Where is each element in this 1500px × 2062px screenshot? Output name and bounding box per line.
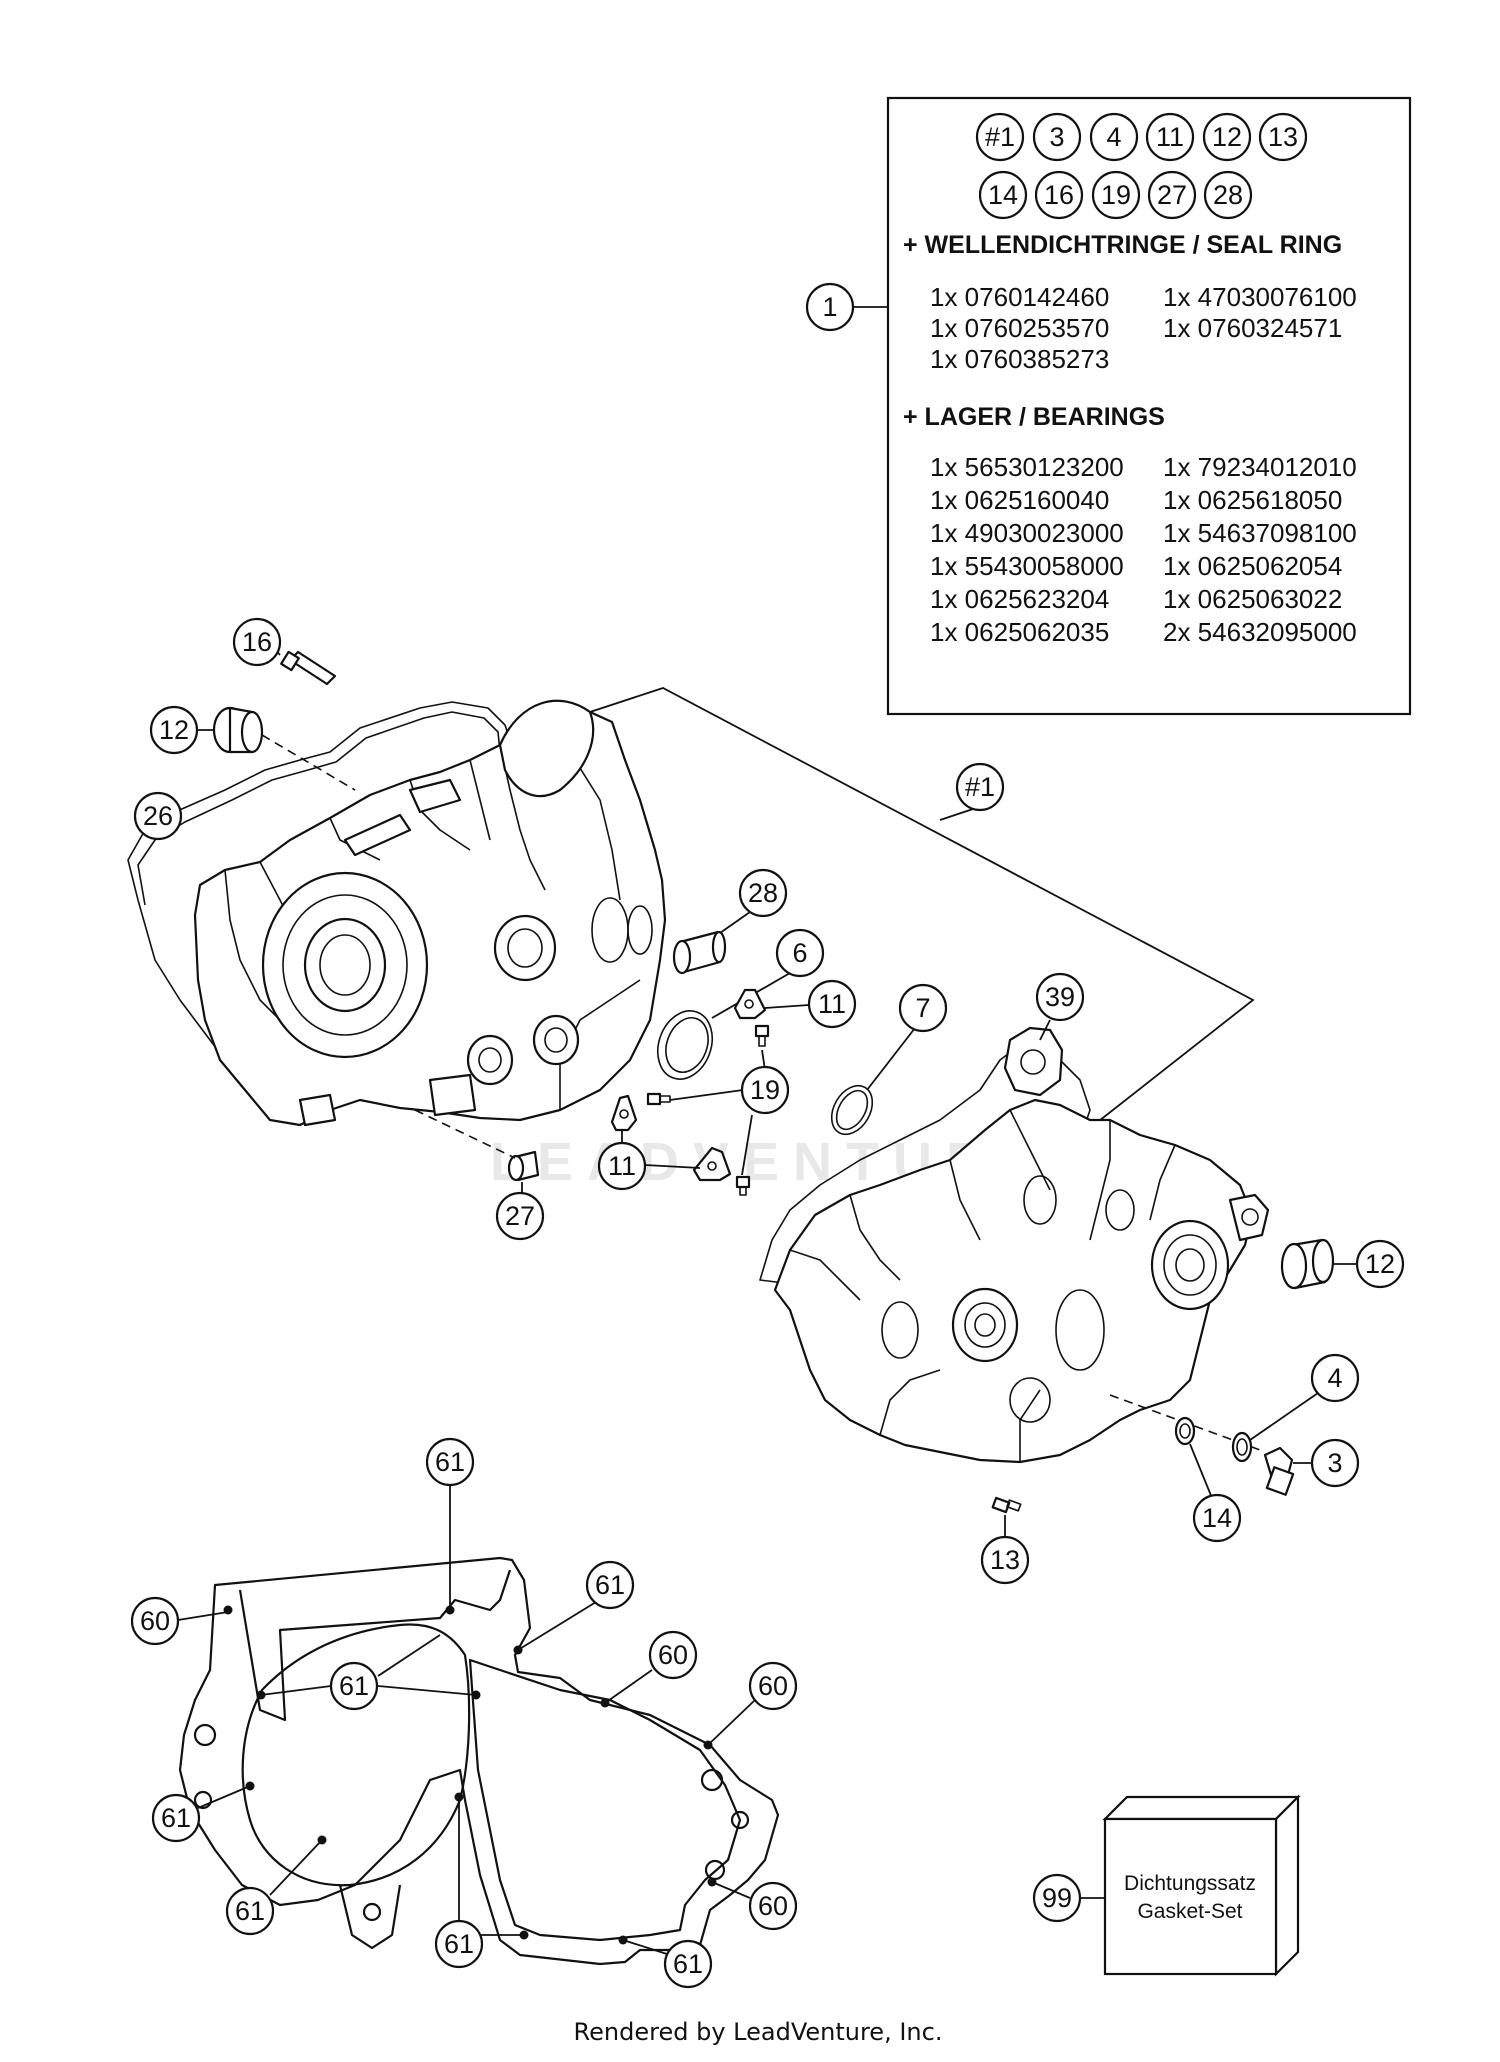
screw-19-a <box>754 1024 770 1047</box>
left-case-body <box>193 710 667 1127</box>
callout-3[interactable]: 3 <box>1327 1448 1342 1478</box>
seal-item: 1x 47030076100 <box>1163 282 1357 312</box>
bearing-item: 2x 54632095000 <box>1163 617 1357 647</box>
clip-11-left <box>610 1094 638 1132</box>
right-crankcase-half <box>759 1026 1270 1464</box>
bearing-item: 1x 79234012010 <box>1163 452 1357 482</box>
kit-badge[interactable]: #1 <box>985 122 1015 152</box>
callout-27[interactable]: 27 <box>505 1201 535 1231</box>
gasket-inner-transfer <box>468 1658 742 1942</box>
kit-badge[interactable]: 16 <box>1044 180 1074 210</box>
gasket-callout-61-bottom[interactable]: 61 <box>444 1929 474 1959</box>
gasket-callout-61-bottom-left[interactable]: 61 <box>235 1896 265 1926</box>
circlip-6 <box>656 1010 714 1080</box>
callout-11-top[interactable]: 11 <box>818 989 846 1019</box>
callout-13[interactable]: 13 <box>990 1545 1020 1575</box>
callout-1[interactable]: 1 <box>822 292 837 322</box>
bearing-item: 1x 0625618050 <box>1163 485 1342 515</box>
callout-4[interactable]: 4 <box>1327 1363 1342 1393</box>
gasket-set-label-de: Dichtungssatz <box>1124 1872 1256 1895</box>
dowel-27 <box>507 1150 540 1182</box>
seal-item: 1x 0760385273 <box>930 344 1109 374</box>
right-case-body <box>773 1098 1254 1464</box>
bolt-16 <box>280 650 337 686</box>
gasket-callout-60-right[interactable]: 60 <box>758 1671 788 1701</box>
footer-credit: Rendered by LeadVenture, Inc. <box>574 2018 943 2046</box>
kit-badge[interactable]: 13 <box>1268 122 1298 152</box>
seal-item: 1x 0760253570 <box>930 313 1109 343</box>
bearing-item: 1x 0625623204 <box>930 584 1109 614</box>
seal-item: 1x 0760324571 <box>1163 313 1342 343</box>
callout-99[interactable]: 99 <box>1042 1883 1072 1913</box>
callout-hash-1[interactable]: #1 <box>965 772 995 802</box>
kit-badges-row2: 14 16 19 27 28 <box>978 170 1253 220</box>
callout-6[interactable]: 6 <box>792 938 807 968</box>
bearing-item: 1x 0625063022 <box>1163 584 1342 614</box>
callout-12-left[interactable]: 12 <box>159 715 189 745</box>
gasket-outer-outline <box>178 1556 780 1966</box>
gasket-callout-61-left[interactable]: 61 <box>161 1803 191 1833</box>
screw-13 <box>991 1496 1022 1514</box>
gasket-callout-60-upper[interactable]: 60 <box>658 1640 688 1670</box>
kit-badge[interactable]: 14 <box>988 180 1018 210</box>
cylinder-base-gasket <box>178 1556 780 1966</box>
callout-12-right[interactable]: 12 <box>1365 1249 1395 1279</box>
gasket-set-box: Dichtungssatz Gasket-Set <box>1102 1794 1301 1977</box>
gasket-callout-60-lower-right[interactable]: 60 <box>758 1891 788 1921</box>
callout-39[interactable]: 39 <box>1045 982 1075 1012</box>
screw-19-b <box>646 1092 671 1106</box>
bearing-item: 1x 56530123200 <box>930 452 1124 482</box>
bearing-item: 1x 0625160040 <box>930 485 1109 515</box>
gasket-set-label-en: Gasket-Set <box>1137 1900 1242 1923</box>
gasket-callout-61-center[interactable]: 61 <box>339 1671 369 1701</box>
callout-14[interactable]: 14 <box>1202 1503 1232 1533</box>
left-crankcase-half <box>127 699 667 1127</box>
clip-11-top <box>733 988 767 1020</box>
callout-11-bottom[interactable]: 11 <box>608 1151 636 1181</box>
kit-badge[interactable]: 28 <box>1213 180 1243 210</box>
clip-11-right <box>692 1146 732 1182</box>
kit-contents-box: #1 3 4 11 12 13 14 16 19 27 28 + WELLEND… <box>886 96 1412 716</box>
bushing-28 <box>672 930 727 975</box>
gasket-callout-61-top[interactable]: 61 <box>435 1447 465 1477</box>
bearing-item: 1x 54637098100 <box>1163 518 1357 548</box>
kit-badge[interactable]: 27 <box>1157 180 1187 210</box>
callout-19[interactable]: 19 <box>750 1075 780 1105</box>
washer-14 <box>1174 1416 1196 1446</box>
bearing-item: 1x 0625062035 <box>930 617 1109 647</box>
circlip-7 <box>830 1084 874 1136</box>
bushing-12-right <box>1280 1238 1335 1290</box>
kit-badge[interactable]: 3 <box>1049 122 1064 152</box>
seal-ring-heading: + WELLENDICHTRINGE / SEAL RING <box>903 231 1342 259</box>
screw-19-c <box>735 1175 751 1196</box>
gasket-callout-61-upper-right[interactable]: 61 <box>595 1570 625 1600</box>
kit-badge[interactable]: 4 <box>1106 122 1121 152</box>
callout-7[interactable]: 7 <box>915 993 930 1023</box>
drain-plug-3 <box>1263 1446 1295 1496</box>
kit-badge[interactable]: 12 <box>1212 122 1242 152</box>
kit-badge[interactable]: 11 <box>1156 122 1184 152</box>
gasket-callout-60-left[interactable]: 60 <box>140 1606 170 1636</box>
bearing-item: 1x 49030023000 <box>930 518 1124 548</box>
callout-16[interactable]: 16 <box>242 627 272 657</box>
kit-badges-row1: #1 3 4 11 12 13 <box>975 112 1308 162</box>
bearing-item: 1x 55430058000 <box>930 551 1124 581</box>
seal-item: 1x 0760142460 <box>930 282 1109 312</box>
bearings-heading: + LAGER / BEARINGS <box>903 403 1165 431</box>
gasket-callout-61-bottom-right[interactable]: 61 <box>673 1949 703 1979</box>
callout-26[interactable]: 26 <box>143 801 173 831</box>
bushing-12-left <box>212 706 264 754</box>
washer-4 <box>1231 1431 1253 1463</box>
bearing-item: 1x 0625062054 <box>1163 551 1342 581</box>
kit-badge[interactable]: 19 <box>1101 180 1131 210</box>
callout-28[interactable]: 28 <box>748 878 778 908</box>
